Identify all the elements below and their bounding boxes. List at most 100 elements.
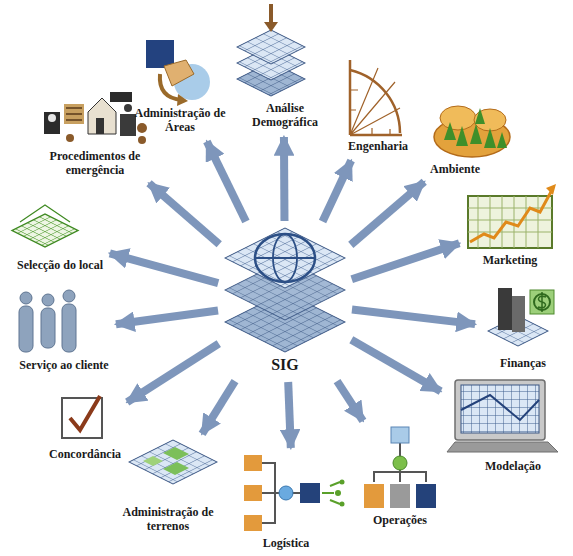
radial-arrow [352, 309, 475, 324]
application-label: Selecção do local [17, 259, 103, 273]
emergency-icon-part [64, 104, 84, 124]
customer-service-icon-part [42, 294, 54, 306]
logistics-icon-part [262, 463, 300, 523]
finance-icon-part [538, 292, 546, 312]
gis-layers-icon [225, 228, 345, 352]
land-admin-icon-part [129, 440, 217, 484]
modelling-icon-part [447, 442, 558, 452]
modelling-icon-part [455, 380, 545, 440]
emergency-icon-part [48, 114, 56, 122]
emergency-icon-part [124, 104, 132, 112]
land-admin-icon [129, 440, 217, 484]
environment-icon-part-part [484, 128, 496, 148]
emergency-icon-part [44, 112, 60, 134]
environment-icon-part-part [475, 108, 485, 124]
modelling-icon [447, 380, 558, 452]
hub-label: SIG [271, 356, 299, 374]
logistics-icon-part [244, 485, 262, 501]
application-label: Concordância [49, 448, 121, 462]
application-node: Selecção do local [10, 203, 105, 275]
marketing-icon-part [546, 184, 556, 195]
radial-arrow [351, 340, 440, 392]
site-selection-icon-part [20, 205, 70, 222]
application-label: Ambiente [430, 163, 480, 177]
customer-service-icon-part [20, 292, 32, 304]
logistics-icon-part [279, 486, 293, 500]
application-node: Análise Demográfica [235, 1, 332, 132]
application-node: Procedimentos de emergência [40, 90, 147, 180]
application-node: Modelação [445, 378, 560, 476]
radial-arrow [110, 253, 218, 283]
gis-layers-icon-part [255, 234, 315, 282]
radial-arrow [337, 381, 363, 421]
finance-icon-part [498, 288, 512, 330]
compliance-icon-part [70, 396, 100, 430]
radial-arrow [202, 381, 235, 434]
radial-arrow [351, 182, 424, 245]
site-selection-icon [12, 205, 78, 247]
application-node: Administração de terrenos [119, 438, 220, 536]
demographic-icon-part [237, 30, 305, 64]
engineering-icon-part [350, 90, 390, 135]
radial-arrow [127, 344, 219, 402]
application-node: Concordância [47, 394, 123, 464]
emergency-icon-part [96, 118, 104, 134]
logistics-icon-part [244, 515, 262, 531]
environment-icon-part [444, 108, 507, 148]
radial-arrow [352, 243, 460, 279]
finance-icon-part [530, 290, 554, 314]
application-label: Procedimentos de emergência [45, 150, 145, 178]
customer-service-icon-part [62, 304, 76, 352]
emergency-icon-part [66, 134, 74, 142]
emergency-icon-part [120, 114, 136, 136]
operations-icon-part [374, 443, 426, 482]
radial-arrow [280, 137, 289, 221]
application-node: Marketing [464, 182, 558, 270]
modelling-icon-part [461, 385, 539, 433]
emergency-icon [44, 92, 147, 144]
radial-arrow [323, 161, 352, 222]
application-node: Finanças [480, 286, 560, 373]
engineering-icon [350, 60, 402, 135]
environment-icon [434, 106, 510, 157]
logistics-icon-part [335, 490, 341, 496]
operations-icon-part [393, 456, 407, 470]
application-label: Análise Demográfica [240, 102, 330, 130]
emergency-icon-part [110, 92, 132, 102]
emergency-icon-part [66, 108, 82, 120]
demographic-icon [237, 4, 305, 96]
marketing-icon [468, 184, 556, 248]
customer-service-icon [19, 290, 76, 352]
environment-icon-part [474, 109, 506, 131]
area-admin-icon-part [177, 94, 188, 106]
area-admin-icon [146, 40, 210, 106]
logistics-icon-part [300, 483, 320, 503]
logistics-icon-part [244, 455, 262, 471]
application-label: Administração de terrenos [121, 506, 216, 534]
application-label: Engenharia [348, 140, 409, 154]
compliance-icon [62, 396, 102, 438]
customer-service-icon-part [19, 306, 33, 352]
application-node: Administração de Áreas [131, 36, 230, 137]
gis-layers-icon-part [255, 257, 315, 259]
customer-service-icon-part [41, 308, 55, 348]
operations-icon [364, 427, 436, 508]
application-node: Engenharia [343, 56, 411, 156]
logistics-icon-part [340, 502, 345, 507]
application-label: Modelação [485, 460, 541, 474]
radial-arrow [288, 382, 291, 448]
modelling-icon-part [461, 395, 539, 420]
radial-arrow [207, 141, 246, 221]
environment-icon-part-part [444, 122, 456, 140]
engineering-icon-part [350, 68, 400, 135]
customer-service-icon-part [63, 290, 75, 302]
radial-arrow [116, 311, 218, 325]
application-node: Operações [360, 425, 440, 530]
application-label: Serviço ao cliente [19, 359, 109, 373]
application-node: Serviço ao cliente [14, 288, 111, 375]
environment-icon-part-part [470, 124, 482, 144]
demographic-icon-part [264, 22, 278, 32]
application-label: Administração de Áreas [133, 107, 228, 135]
engineering-icon-part [350, 60, 402, 135]
